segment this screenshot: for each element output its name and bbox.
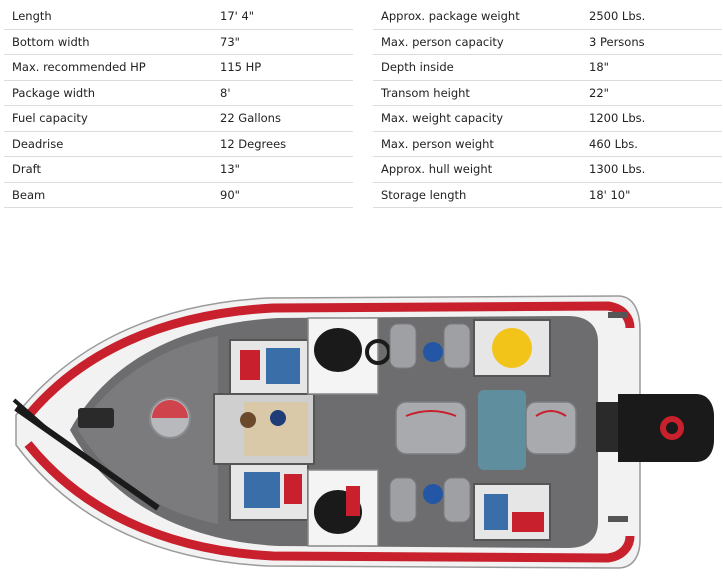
spec-value: 1200 Lbs. bbox=[589, 111, 646, 126]
spec-value: 115 HP bbox=[220, 60, 262, 75]
spec-row: Max. recommended HP 115 HP bbox=[4, 55, 353, 81]
spec-label: Draft bbox=[12, 162, 41, 177]
spec-label: Fuel capacity bbox=[12, 111, 88, 126]
bow-deck bbox=[78, 336, 218, 524]
spec-table: Length 17' 4" Bottom width 73" Max. recomm… bbox=[4, 4, 723, 208]
spec-value: 2500 Lbs. bbox=[589, 9, 646, 24]
steering-wheel bbox=[365, 339, 391, 365]
spec-label: Transom height bbox=[381, 85, 470, 100]
spec-value: 1300 Lbs. bbox=[589, 162, 646, 177]
spec-value: 12 Degrees bbox=[220, 136, 287, 151]
spec-row: Approx. hull weight 1300 Lbs. bbox=[373, 157, 722, 183]
spec-row: Transom height 22" bbox=[373, 81, 722, 106]
front-seats bbox=[389, 323, 471, 523]
spec-value: 460 Lbs. bbox=[589, 136, 638, 151]
spec-row: Max. person capacity 3 Persons bbox=[373, 30, 722, 55]
spec-row: Draft 13" bbox=[4, 157, 353, 183]
spec-column-left: Length 17' 4" Bottom width 73" Max. recomm… bbox=[4, 4, 353, 208]
spec-row: Approx. package weight 2500 Lbs. bbox=[373, 4, 722, 30]
spec-label: Max. person weight bbox=[381, 136, 494, 151]
spec-row: Max. person weight 460 Lbs. bbox=[373, 132, 722, 157]
outboard-motor bbox=[596, 394, 714, 462]
hull-stripe-bottom bbox=[24, 441, 635, 563]
trolling-motor bbox=[12, 398, 160, 511]
spec-value: 17' 4" bbox=[220, 9, 255, 24]
spec-label: Length bbox=[12, 9, 52, 24]
rear-seats bbox=[395, 390, 577, 470]
spec-label: Bottom width bbox=[12, 34, 90, 49]
spec-label: Package width bbox=[12, 85, 96, 100]
spec-column-right: Approx. package weight 2500 Lbs. Max. per… bbox=[373, 4, 722, 208]
spec-value: 22" bbox=[589, 85, 609, 100]
spec-label: Max. recommended HP bbox=[12, 60, 146, 75]
spec-value: 18" bbox=[589, 60, 609, 75]
spec-row: Deadrise 12 Degrees bbox=[4, 132, 353, 157]
spec-row: Beam 90" bbox=[4, 183, 353, 208]
spec-row: Length 17' 4" bbox=[4, 4, 353, 30]
spec-value: 22 Gallons bbox=[220, 111, 281, 126]
spec-label: Storage length bbox=[381, 187, 467, 202]
spec-row: Package width 8' bbox=[4, 81, 353, 106]
spec-row: Storage length 18' 10" bbox=[373, 183, 722, 208]
spec-label: Approx. hull weight bbox=[381, 162, 493, 177]
spec-row: Depth inside 18" bbox=[373, 55, 722, 81]
spec-row: Max. weight capacity 1200 Lbs. bbox=[373, 106, 722, 132]
spec-label: Depth inside bbox=[381, 60, 454, 75]
transom-cleat-top bbox=[608, 312, 628, 318]
boat-top-view-image bbox=[8, 290, 720, 576]
spec-label: Approx. package weight bbox=[381, 9, 520, 24]
spec-value: 3 Persons bbox=[589, 34, 645, 49]
spec-row: Fuel capacity 22 Gallons bbox=[4, 106, 353, 132]
spec-value: 90" bbox=[220, 187, 240, 202]
spec-value: 18' 10" bbox=[589, 187, 631, 202]
spec-label: Max. person capacity bbox=[381, 34, 504, 49]
spec-label: Beam bbox=[12, 187, 46, 202]
spec-value: 73" bbox=[220, 34, 240, 49]
spec-label: Max. weight capacity bbox=[381, 111, 504, 126]
transom-cleat-bottom bbox=[608, 516, 628, 522]
boat-illustration bbox=[12, 295, 714, 569]
spec-value: 13" bbox=[220, 162, 240, 177]
spec-label: Deadrise bbox=[12, 136, 64, 151]
spec-row: Bottom width 73" bbox=[4, 30, 353, 55]
spec-value: 8' bbox=[220, 85, 231, 100]
